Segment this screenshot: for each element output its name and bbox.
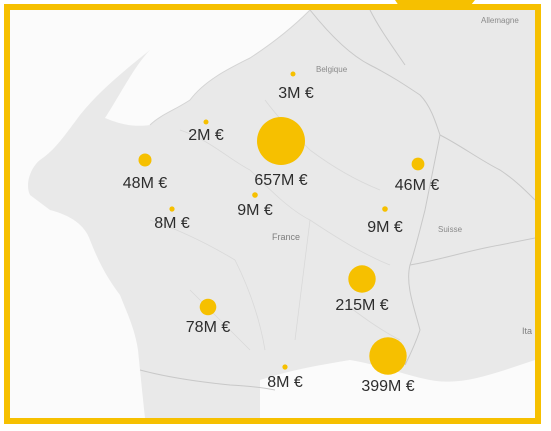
bubble-marker[interactable] <box>348 265 376 293</box>
bubble-marker[interactable] <box>169 206 175 212</box>
bubble-value-label: 8M € <box>267 374 303 391</box>
bubble-value-label: 215M € <box>335 297 388 314</box>
bubble-marker[interactable] <box>411 157 425 171</box>
bubble-marker[interactable] <box>252 192 258 198</box>
bubble-value-label: 2M € <box>188 127 224 144</box>
country-label-suisse: Suisse <box>438 225 463 234</box>
mediterranean-sea <box>260 360 535 418</box>
english-channel <box>105 10 310 126</box>
bubble-value-label: 48M € <box>123 175 168 192</box>
north-coastline <box>149 10 311 126</box>
bubble-marker[interactable] <box>199 298 217 316</box>
bubble-layer: 3M € 2M € 657M € 48M € 46M € 8M € 9M € 9M € 215M… <box>123 71 440 395</box>
country-label-allemagne: Allemagne <box>481 16 519 25</box>
bubble-value-label: 8M € <box>154 215 190 232</box>
bubble-marker[interactable] <box>282 364 288 370</box>
bubble-marker[interactable] <box>257 117 305 165</box>
map-canvas[interactable]: Belgique Allemagne France Suisse Ita 3M … <box>10 10 535 418</box>
bubble-value-label: 9M € <box>237 202 273 219</box>
atlantic-ocean <box>10 10 150 418</box>
country-label-italia: Ita <box>522 326 532 336</box>
bubble-marker[interactable] <box>203 119 209 125</box>
country-label-france: France <box>272 232 300 242</box>
bubble-marker[interactable] <box>369 337 407 375</box>
bubble-marker[interactable] <box>138 153 152 167</box>
bubble-value-label: 3M € <box>278 85 314 102</box>
map-svg: Belgique Allemagne France Suisse Ita 3M … <box>10 10 535 418</box>
bubble-value-label: 657M € <box>254 172 307 189</box>
bubble-marker[interactable] <box>382 206 388 212</box>
frame-tab <box>395 0 475 12</box>
country-label-belgique: Belgique <box>316 65 348 74</box>
bubble-value-label: 399M € <box>361 378 414 395</box>
bubble-value-label: 46M € <box>395 177 440 194</box>
country-borders <box>139 10 535 391</box>
bubble-value-label: 9M € <box>367 219 403 236</box>
bubble-value-label: 78M € <box>186 319 231 336</box>
bubble-marker[interactable] <box>290 71 296 77</box>
